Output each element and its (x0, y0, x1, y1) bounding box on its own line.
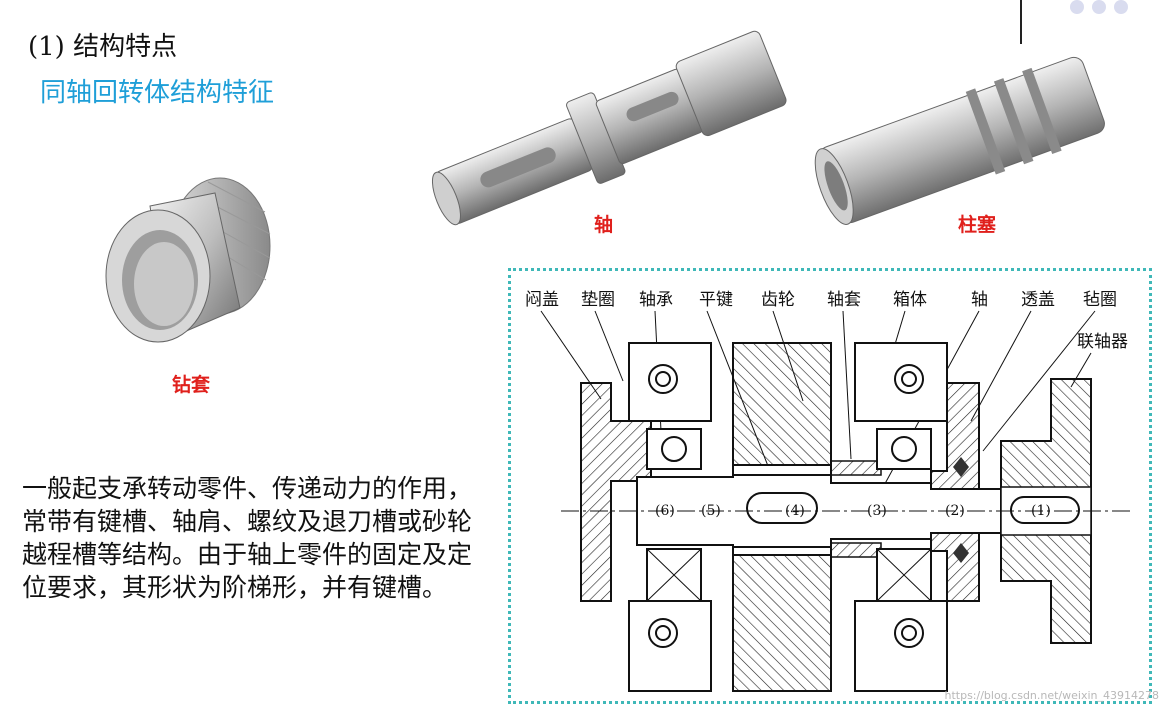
label-housing: 箱体 (893, 290, 927, 310)
label-end-cap: 闷盖 (525, 290, 559, 310)
watermark: https://blog.csdn.net/weixin_43914278 (944, 689, 1159, 702)
bushing-image (105, 177, 271, 343)
decor-dot (1114, 0, 1128, 14)
label-gear: 齿轮 (761, 290, 795, 310)
description-paragraph: 一般起支承转动零件、传递动力的作用，常带有键槽、轴肩、螺纹及退刀槽或砂轮越程槽等… (22, 474, 473, 602)
section-label-6: (6) (655, 503, 675, 519)
divider-line (1020, 0, 1022, 44)
section-label-1: (1) (1031, 503, 1051, 519)
page-title: (1) 结构特点 (28, 32, 178, 62)
label-through-cap: 透盖 (1021, 290, 1055, 310)
shaft-image (431, 30, 787, 226)
bushing-caption: 钻套 (172, 374, 211, 396)
shaft-caption: 轴 (594, 214, 614, 236)
label-shaft: 轴 (971, 290, 988, 310)
label-felt-ring: 毡圈 (1083, 290, 1117, 310)
assembly-diagram-frame: 闷盖 垫圈 轴承 平键 齿轮 轴套 箱体 轴 透盖 毡圈 联轴器 (508, 268, 1152, 704)
assembly-diagram: 闷盖 垫圈 轴承 平键 齿轮 轴套 箱体 轴 透盖 毡圈 联轴器 (525, 290, 1131, 692)
decor-dot (1092, 0, 1106, 14)
label-bearing: 轴承 (639, 290, 673, 310)
label-coupling: 联轴器 (1077, 332, 1128, 352)
section-label-2: (2) (945, 503, 965, 519)
plunger-caption: 柱塞 (958, 214, 997, 236)
label-flat-key: 平键 (699, 290, 733, 310)
section-label-5: (5) (701, 503, 721, 519)
label-sleeve: 轴套 (827, 290, 861, 310)
plunger-image (814, 56, 1105, 225)
page-subtitle: 同轴回转体结构特征 (40, 78, 275, 108)
decor-dot (1070, 0, 1084, 14)
section-label-3: (3) (867, 503, 887, 519)
section-label-4: (4) (785, 503, 805, 519)
label-washer: 垫圈 (581, 290, 615, 310)
